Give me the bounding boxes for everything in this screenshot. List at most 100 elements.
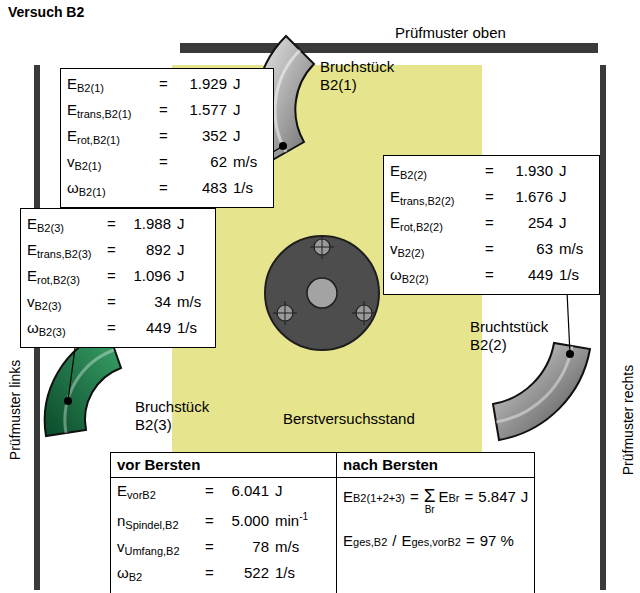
table-header: nach Bersten bbox=[337, 453, 534, 478]
value: 483 bbox=[202, 179, 227, 196]
equals-cell: = bbox=[107, 239, 123, 260]
equals-cell: = bbox=[107, 317, 123, 338]
symbol-index: B2(2) bbox=[400, 169, 427, 181]
sum-sign: Σ bbox=[424, 487, 436, 504]
value-row: ωB2(1)=4831/s bbox=[67, 177, 267, 203]
value: 449 bbox=[528, 266, 553, 283]
value-cell: 1.988 bbox=[123, 213, 171, 234]
equals-sign: = bbox=[159, 75, 168, 92]
value-cell: 254 bbox=[503, 212, 553, 233]
value-row: EB2(3)=1.988J bbox=[27, 213, 209, 239]
formula-text: E bbox=[439, 486, 449, 508]
formula-text: / bbox=[392, 530, 396, 552]
value: 1.577 bbox=[189, 101, 227, 118]
equals-cell: = bbox=[485, 238, 503, 259]
symbol-index: B2(1) bbox=[77, 82, 104, 94]
unit: J bbox=[177, 215, 185, 232]
equals-sign: = bbox=[107, 319, 116, 336]
symbol: v bbox=[27, 293, 35, 310]
value-row: Erot,B2(1)=352J bbox=[67, 125, 267, 151]
test-stand-label: Berstversuchsstand bbox=[283, 410, 415, 427]
unit: 1/s bbox=[559, 266, 579, 283]
value-cell: 1.930 bbox=[503, 160, 553, 181]
table-header: vor Bersten bbox=[111, 453, 336, 478]
value-row: Erot,B2(3)=1.096J bbox=[27, 265, 209, 291]
symbol: ω bbox=[27, 319, 39, 336]
unit-cell: 1/s bbox=[269, 562, 315, 584]
value-row: Erot,B2(2)=254J bbox=[390, 212, 593, 238]
formula-text: = bbox=[465, 486, 474, 508]
symbol-index: vorB2 bbox=[127, 489, 156, 501]
symbol-index: rot,B2(2) bbox=[400, 221, 443, 233]
symbol: v bbox=[117, 538, 125, 555]
value-cell: 63 bbox=[503, 238, 553, 259]
table-heading: vor Bersten bbox=[117, 456, 200, 473]
symbol-index: rot,B2(1) bbox=[77, 134, 120, 146]
equals-sign: = bbox=[205, 564, 214, 581]
symbol: ω bbox=[67, 179, 79, 196]
equals-cell: = bbox=[205, 536, 223, 558]
unit: J bbox=[177, 267, 185, 284]
equals-cell: = bbox=[485, 212, 503, 233]
value-cell: 34 bbox=[123, 291, 171, 312]
symbol-cell: ωB2(2) bbox=[390, 264, 485, 290]
value: 449 bbox=[146, 319, 171, 336]
value-cell: 6.041 bbox=[223, 480, 269, 502]
symbol-index: rot,B2(3) bbox=[37, 274, 80, 286]
unit-cell: m/s bbox=[553, 238, 593, 259]
after-column: nach BerstenEB2(1+2+3)=ΣBrEBr=5.847JEges… bbox=[337, 453, 534, 593]
symbol-index: B2 bbox=[129, 571, 142, 583]
value-cell: 449 bbox=[503, 264, 553, 285]
unit: m/s bbox=[275, 538, 299, 555]
equals-sign: = bbox=[485, 188, 494, 205]
fragment-b2-2 bbox=[493, 343, 590, 440]
value: 62 bbox=[210, 153, 227, 170]
value: 5.000 bbox=[231, 512, 269, 529]
table-body: EvorB2=6.041JnSpindel,B2=5.000min-1vUmfa… bbox=[111, 478, 336, 590]
unit: J bbox=[233, 101, 241, 118]
symbol: n bbox=[117, 512, 125, 529]
value-row: nSpindel,B2=5.000min-1 bbox=[117, 506, 330, 536]
symbol-cell: Etrans,B2(3) bbox=[27, 239, 107, 265]
symbol-index: B2(2) bbox=[398, 247, 425, 259]
formula-text: E bbox=[343, 530, 353, 552]
energy-box: EB2(2)=1.930JEtrans,B2(2)=1.676JErot,B2(… bbox=[383, 155, 600, 295]
unit-cell: J bbox=[227, 73, 267, 94]
unit-cell: m/s bbox=[227, 151, 267, 172]
equals-sign: = bbox=[485, 162, 494, 179]
symbol: E bbox=[27, 215, 37, 232]
equals-sign: = bbox=[485, 240, 494, 257]
energy-box: EB2(1)=1.929JEtrans,B2(1)=1.577JErot,B2(… bbox=[60, 68, 274, 208]
value-row: Etrans,B2(3)=892J bbox=[27, 239, 209, 265]
symbol-cell: Etrans,B2(2) bbox=[390, 186, 485, 212]
value-row: vB2(1)=62m/s bbox=[67, 151, 267, 177]
unit-cell: m/s bbox=[171, 291, 209, 312]
symbol: E bbox=[27, 241, 37, 258]
equals-cell: = bbox=[159, 151, 177, 172]
equals-cell: = bbox=[107, 265, 123, 286]
unit-cell: J bbox=[553, 186, 593, 207]
value-row: Etrans,B2(1)= 1.577 J bbox=[67, 99, 267, 125]
symbol-cell: Erot,B2(1) bbox=[67, 125, 159, 151]
value: 1.930 bbox=[515, 162, 553, 179]
equals-sign: = bbox=[159, 101, 168, 118]
equals-cell: = bbox=[107, 213, 123, 234]
unit-cell: min-1 bbox=[269, 506, 315, 532]
equals-sign: = bbox=[205, 538, 214, 555]
symbol: v bbox=[67, 153, 75, 170]
unit: 1/s bbox=[275, 564, 295, 581]
unit-cell: 1/s bbox=[553, 264, 593, 285]
value-cell: 892 bbox=[123, 239, 171, 260]
symbol: E bbox=[67, 127, 77, 144]
symbol: ω bbox=[390, 266, 402, 283]
specimen-bar-right bbox=[600, 65, 606, 590]
value-row: EB2(2)=1.930J bbox=[390, 160, 593, 186]
value-row: Etrans,B2(2)=1.676J bbox=[390, 186, 593, 212]
unit: J bbox=[559, 162, 567, 179]
formula-text: E bbox=[343, 486, 353, 508]
unit-cell: J bbox=[227, 125, 267, 146]
symbol-cell: Etrans,B2(1) bbox=[67, 99, 159, 125]
unit-cell: 1/s bbox=[227, 177, 267, 198]
symbol-index: B2(1) bbox=[79, 186, 106, 198]
